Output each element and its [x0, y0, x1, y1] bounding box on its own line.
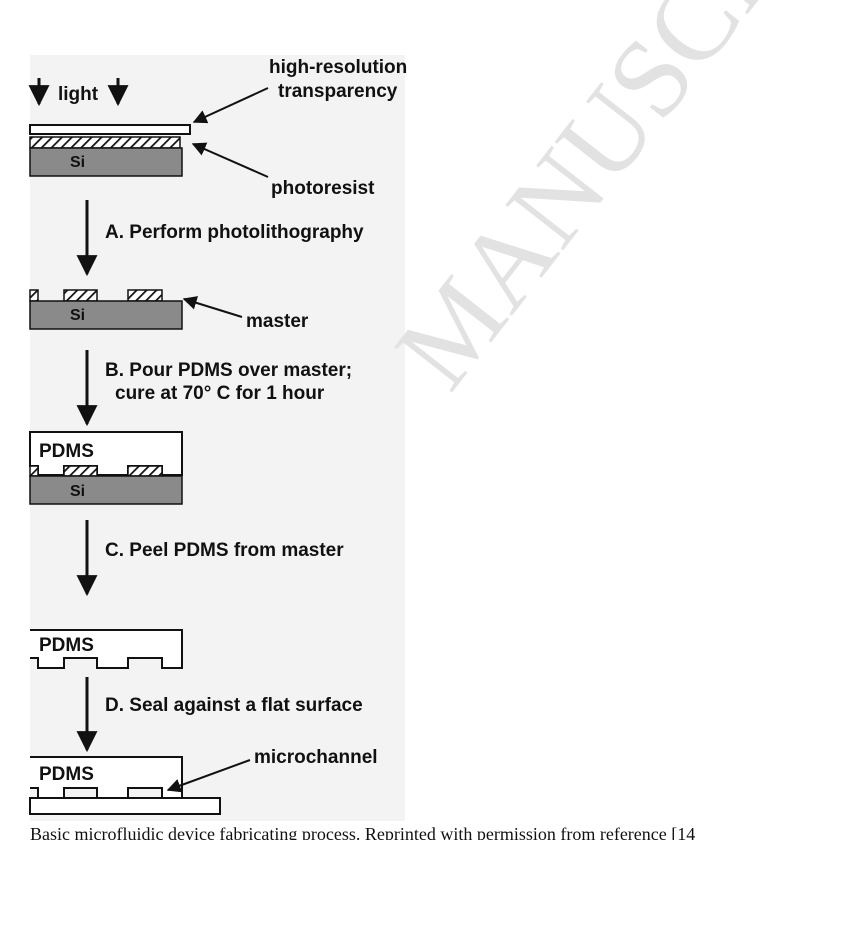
master-label: master	[246, 311, 309, 332]
stage-pdms-cast: PDMS Si	[29, 431, 183, 505]
watermark-text: MANUSCR	[372, 0, 811, 410]
resist-feature	[127, 289, 163, 302]
step-c-label: C. Peel PDMS from master	[105, 540, 344, 561]
resist-feature	[63, 465, 98, 477]
photoresist-layer	[29, 136, 181, 149]
transparency-label-line1: high-resolution	[269, 57, 407, 78]
stage-photolithography-setup: light Si high-resolution transparency ph…	[28, 57, 407, 199]
photoresist-label: photoresist	[271, 178, 375, 199]
resist-feature	[127, 465, 163, 477]
light-label: light	[58, 84, 99, 105]
silicon-wafer	[29, 300, 183, 330]
si-label: Si	[70, 307, 85, 324]
step-d-label: D. Seal against a flat surface	[105, 695, 363, 716]
resist-feature	[29, 289, 39, 302]
si-label: Si	[70, 483, 85, 500]
step-b-label-line1: B. Pour PDMS over master;	[105, 360, 352, 381]
stage-peeled-pdms: PDMS	[30, 629, 183, 669]
microchannel-label: microchannel	[254, 747, 378, 768]
flat-surface	[29, 797, 221, 815]
pdms-label: PDMS	[39, 441, 94, 462]
figure-caption: Basic microfluidic device fabricating pr…	[30, 824, 696, 840]
pdms-label: PDMS	[39, 764, 94, 785]
master-pointer	[182, 296, 243, 318]
silicon-wafer	[29, 475, 183, 505]
stage-master: Si master	[29, 289, 309, 332]
resist-feature	[29, 465, 39, 477]
step-b-label-line2: cure at 70° C for 1 hour	[115, 383, 325, 404]
transparency-pointer	[192, 87, 269, 124]
transparency-label-line2: transparency	[278, 81, 398, 102]
microchannel-pointer	[166, 759, 251, 793]
step-a-label: A. Perform photolithography	[105, 222, 364, 243]
si-label: Si	[70, 154, 85, 171]
resist-feature	[63, 289, 98, 302]
pdms-label: PDMS	[39, 635, 94, 656]
transparency-layer	[29, 124, 191, 135]
pdms-block	[30, 629, 183, 669]
silicon-wafer	[29, 147, 183, 177]
stage-sealed-device: PDMS microchannel	[29, 747, 378, 815]
photoresist-pointer	[191, 142, 269, 178]
